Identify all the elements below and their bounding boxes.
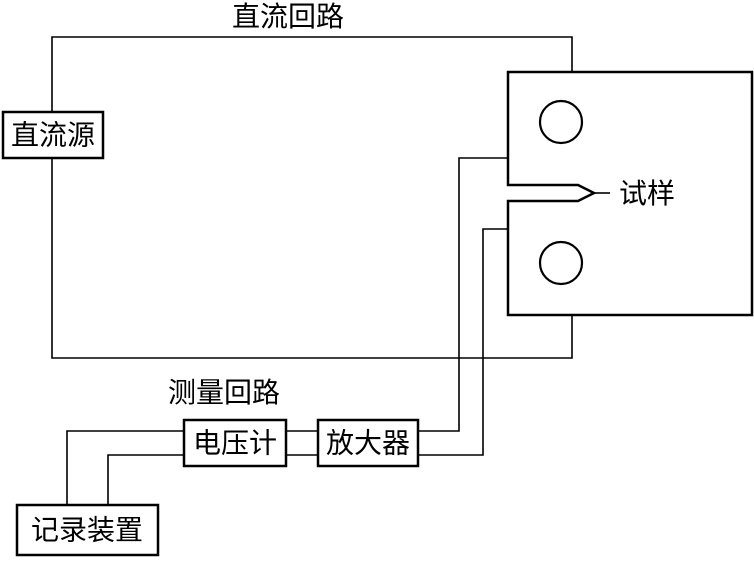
amplifier-box: 放大器: [316, 418, 420, 468]
voltmeter-label: 电压计: [193, 427, 277, 460]
upper-pin-hole: [538, 99, 584, 145]
specimen: [506, 70, 754, 317]
measurement-circuit-label: 测量回路: [168, 376, 280, 409]
amplifier-label: 放大器: [326, 427, 410, 460]
voltmeter-box: 电压计: [182, 418, 288, 468]
lower-pin-hole: [538, 240, 584, 286]
dc-circuit-label: 直流回路: [232, 0, 344, 33]
dc-circuit-wires: [51, 36, 573, 359]
dc-source-label: 直流源: [11, 119, 95, 152]
measurement-circuit-wires: [66, 157, 508, 505]
recorder-box: 记录装置: [15, 503, 160, 557]
specimen-label: 试样: [619, 177, 675, 210]
dc-source-box: 直流源: [1, 110, 105, 160]
recorder-label: 记录装置: [31, 514, 143, 547]
